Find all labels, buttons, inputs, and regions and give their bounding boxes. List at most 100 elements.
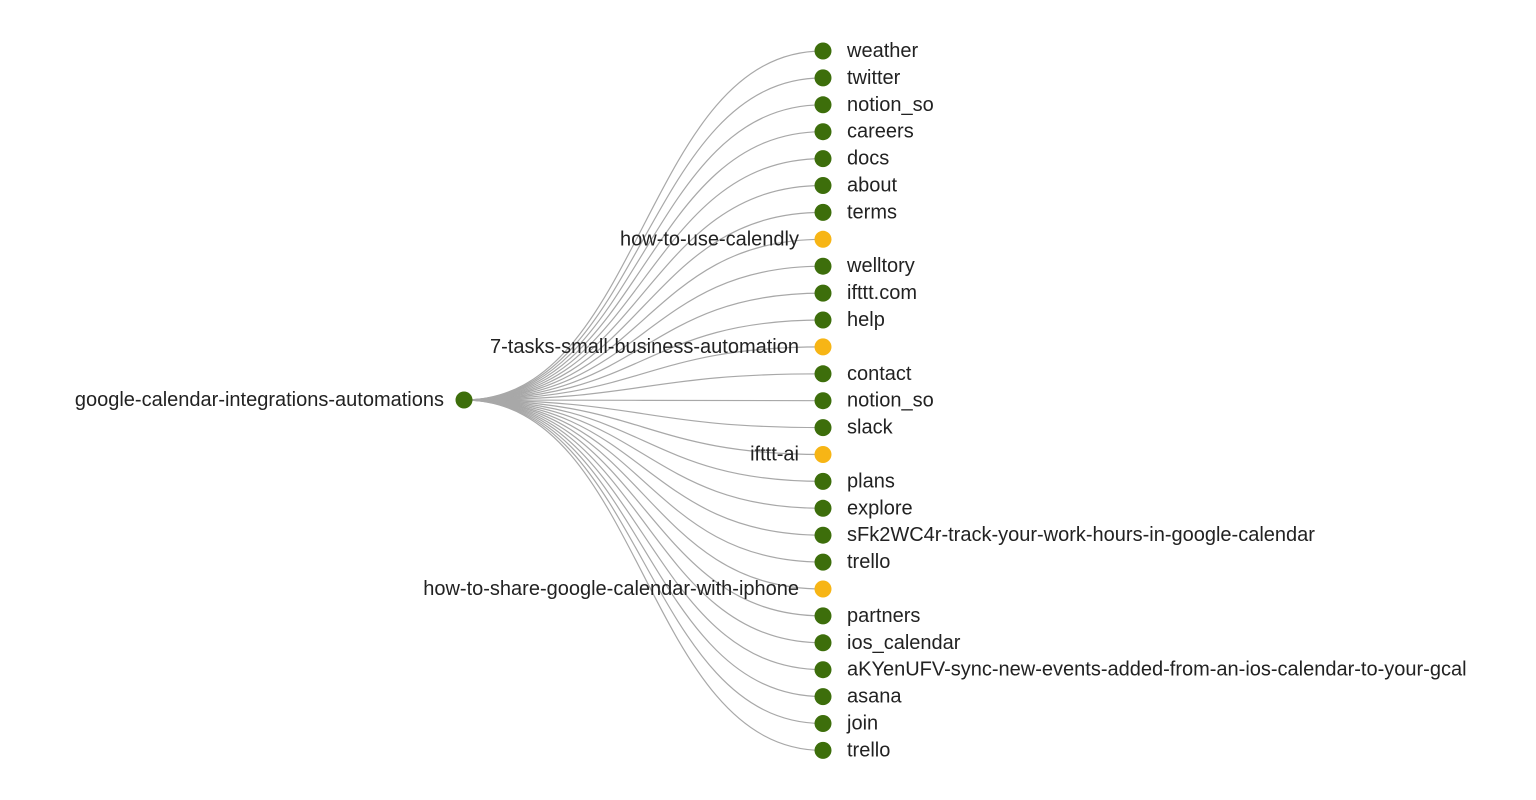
leaf-node-dot[interactable] xyxy=(814,284,832,302)
branch-node-dot[interactable] xyxy=(814,446,832,463)
branch-node[interactable]: ifttt-ai xyxy=(750,444,832,466)
leaf-node-label: notion_so xyxy=(847,94,934,116)
leaf-node[interactable]: asana xyxy=(814,686,903,708)
leaf-node-dot[interactable] xyxy=(814,123,832,141)
tree-link xyxy=(463,50,824,401)
branch-node-dot[interactable] xyxy=(814,338,832,356)
leaf-node[interactable]: plans xyxy=(814,470,895,492)
tree-link xyxy=(463,399,824,402)
leaf-node-label: sFk2WC4r-track-your-work-hours-in-google… xyxy=(847,524,1315,546)
tree-link xyxy=(463,373,824,401)
leaf-node-dot[interactable] xyxy=(814,499,832,517)
tree-link xyxy=(463,346,824,401)
tree-link xyxy=(463,399,824,536)
leaf-node-dot[interactable] xyxy=(814,177,832,194)
tree-link xyxy=(463,399,824,644)
tree-link xyxy=(463,158,824,401)
leaf-node[interactable]: join xyxy=(814,713,879,735)
leaf-node-dot[interactable] xyxy=(814,607,832,625)
leaf-node[interactable]: careers xyxy=(814,121,914,143)
root-node-label: google-calendar-integrations-automations xyxy=(75,389,444,411)
leaf-node-label: trello xyxy=(847,739,890,761)
tree-link xyxy=(463,265,824,401)
root-node[interactable]: google-calendar-integrations-automations xyxy=(75,389,473,411)
leaf-node-label: ios_calendar xyxy=(847,632,961,654)
branch-node-label: how-to-share-google-calendar-with-iphone xyxy=(423,578,799,600)
leaf-node-dot[interactable] xyxy=(814,96,832,114)
leaf-node-label: careers xyxy=(847,121,914,143)
leaf-node-dot[interactable] xyxy=(814,365,832,383)
tree-link xyxy=(463,399,824,456)
leaf-node-label: plans xyxy=(847,470,895,492)
leaf-node-dot[interactable] xyxy=(814,526,832,544)
leaf-node[interactable]: trello xyxy=(814,739,891,761)
tree-link xyxy=(463,319,824,401)
leaf-node[interactable]: sFk2WC4r-track-your-work-hours-in-google… xyxy=(814,524,1316,546)
branch-node-label: 7-tasks-small-business-automation xyxy=(490,336,799,358)
leaf-node-label: slack xyxy=(847,417,894,439)
leaf-node-label: weather xyxy=(846,40,918,62)
tree-link xyxy=(463,399,824,617)
leaf-node-dot[interactable] xyxy=(814,311,832,329)
leaf-node[interactable]: notion_so xyxy=(814,94,934,116)
tree-link xyxy=(463,399,824,563)
leaf-node-label: about xyxy=(847,175,897,197)
leaf-node-label: trello xyxy=(847,551,890,573)
leaf-node[interactable]: aKYenUFV-sync-new-events-added-from-an-i… xyxy=(814,659,1467,681)
leaf-node-dot[interactable] xyxy=(814,715,832,732)
leaf-node-dot[interactable] xyxy=(814,419,832,437)
tree-link xyxy=(463,399,824,671)
tree-link xyxy=(463,131,824,401)
leaf-node-dot[interactable] xyxy=(814,661,832,679)
leaf-node[interactable]: ifttt.com xyxy=(814,282,918,304)
tree-link xyxy=(463,399,824,590)
branch-node[interactable]: 7-tasks-small-business-automation xyxy=(490,336,832,358)
leaf-node[interactable]: about xyxy=(814,175,898,197)
tree-nodes: weathertwitternotion_socareersdocsaboutt… xyxy=(75,40,1467,761)
leaf-node-dot[interactable] xyxy=(814,257,832,275)
branch-node[interactable]: how-to-share-google-calendar-with-iphone xyxy=(423,578,832,600)
tree-link xyxy=(463,399,824,509)
leaf-node-label: asana xyxy=(847,686,902,708)
leaf-node[interactable]: explore xyxy=(814,497,913,519)
tree-link xyxy=(463,399,824,482)
branch-node-label: ifttt-ai xyxy=(750,444,799,466)
leaf-node[interactable]: welltory xyxy=(814,255,915,277)
leaf-node[interactable]: ios_calendar xyxy=(814,632,961,654)
root-node-dot[interactable] xyxy=(455,391,473,409)
tree-link xyxy=(463,292,824,401)
leaf-node-dot[interactable] xyxy=(814,553,832,571)
leaf-node[interactable]: terms xyxy=(814,201,898,223)
leaf-node-dot[interactable] xyxy=(814,69,832,87)
branch-node[interactable]: how-to-use-calendly xyxy=(620,228,832,250)
leaf-node-dot[interactable] xyxy=(814,392,832,410)
leaf-node[interactable]: slack xyxy=(814,417,894,439)
leaf-node-label: terms xyxy=(847,201,897,223)
leaf-node-dot[interactable] xyxy=(814,741,832,759)
leaf-node-label: partners xyxy=(847,605,920,627)
leaf-node-dot[interactable] xyxy=(814,634,832,652)
tree-link xyxy=(463,238,824,401)
leaf-node[interactable]: twitter xyxy=(814,67,901,89)
leaf-node[interactable]: partners xyxy=(814,605,921,627)
leaf-node-dot[interactable] xyxy=(814,203,832,221)
leaf-node-dot[interactable] xyxy=(814,42,832,60)
leaf-node-label: welltory xyxy=(846,255,915,277)
leaf-node[interactable]: help xyxy=(814,309,885,331)
branch-node-dot[interactable] xyxy=(814,230,832,248)
leaf-node-dot[interactable] xyxy=(814,688,832,706)
branch-node-dot[interactable] xyxy=(814,580,832,598)
leaf-node-label: notion_so xyxy=(847,390,934,412)
leaf-node-label: aKYenUFV-sync-new-events-added-from-an-i… xyxy=(847,659,1467,681)
leaf-node[interactable]: contact xyxy=(814,363,912,385)
leaf-node[interactable]: docs xyxy=(814,148,890,170)
leaf-node-dot[interactable] xyxy=(814,472,832,490)
tree-link xyxy=(463,77,824,401)
leaf-node[interactable]: notion_so xyxy=(814,390,934,412)
tree-link xyxy=(463,399,824,725)
leaf-node-dot[interactable] xyxy=(814,150,832,168)
leaf-node-label: join xyxy=(846,713,878,735)
leaf-node-label: twitter xyxy=(847,67,901,89)
leaf-node[interactable]: trello xyxy=(814,551,891,573)
leaf-node[interactable]: weather xyxy=(814,40,919,62)
